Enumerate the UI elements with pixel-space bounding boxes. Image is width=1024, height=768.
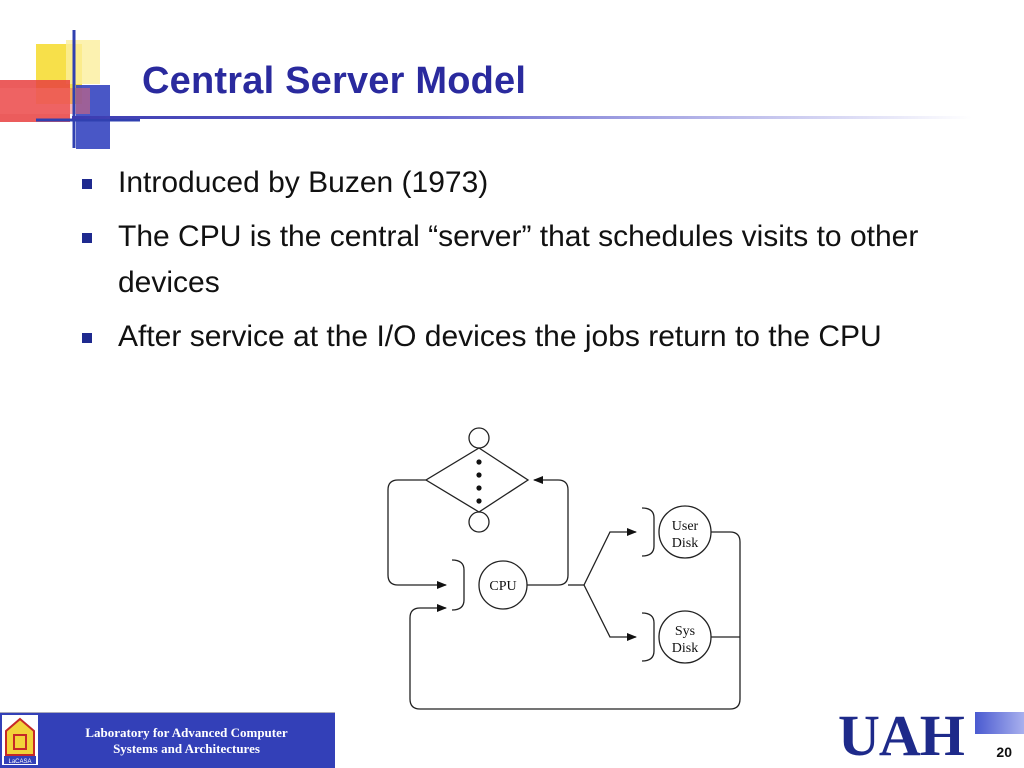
bullet-item: After service at the I/O devices the job… [80,314,1000,360]
bullet-square-icon [82,333,92,343]
terminals-diamond [424,447,530,513]
bullet-square-icon [82,233,92,243]
user-disk-queue [641,507,655,557]
sys-disk-label-line1: Sys [675,624,695,639]
cpu-queue [451,559,465,611]
terminal-to-cpu-path [387,479,447,589]
lacasa-logo-icon: LaCASA [2,715,38,765]
terminal-ellipsis [476,459,482,504]
page-number: 20 [996,744,1012,760]
svg-text:LaCASA: LaCASA [8,759,31,765]
bullet-text: After service at the I/O devices the job… [118,320,882,353]
lab-name-line2: Systems and Architectures [113,741,260,756]
disk-to-cpu-return-path [409,604,730,710]
user-disk-label-line1: User [672,519,699,534]
lab-name-line1: Laboratory for Advanced Computer [85,725,288,740]
branch-to-user-disk [583,528,637,586]
bullet-square-icon [82,179,92,189]
user-disk-return-path [711,531,741,710]
uah-logo: UAH [838,703,965,768]
corner-decoration [0,30,140,149]
cpu-to-terminal-path [527,476,569,586]
uah-decor-band [975,712,1024,734]
terminal-top-circle [468,427,490,449]
sys-disk-label-line2: Disk [672,641,698,656]
bullet-text: Introduced by Buzen (1973) [118,166,489,199]
sys-disk-queue [641,612,655,662]
bullet-item: The CPU is the central “server” that sch… [80,214,1000,306]
lab-footer-banner: LaCASA Laboratory for Advanced Computer … [0,712,335,768]
title-underline [72,116,972,119]
slide-title: Central Server Model [142,60,527,102]
central-server-diagram: CPU User Disk Sys Disk [387,427,741,710]
bullet-list: Introduced by Buzen (1973) The CPU is th… [80,160,1000,368]
lab-name: Laboratory for Advanced Computer Systems… [44,725,329,757]
terminal-bottom-circle [468,511,490,533]
cpu-label: CPU [489,579,516,594]
bullet-text: The CPU is the central “server” that sch… [118,220,919,299]
branch-to-sys-disk [583,584,637,641]
user-disk-label-line2: Disk [672,536,698,551]
bullet-item: Introduced by Buzen (1973) [80,160,1000,206]
